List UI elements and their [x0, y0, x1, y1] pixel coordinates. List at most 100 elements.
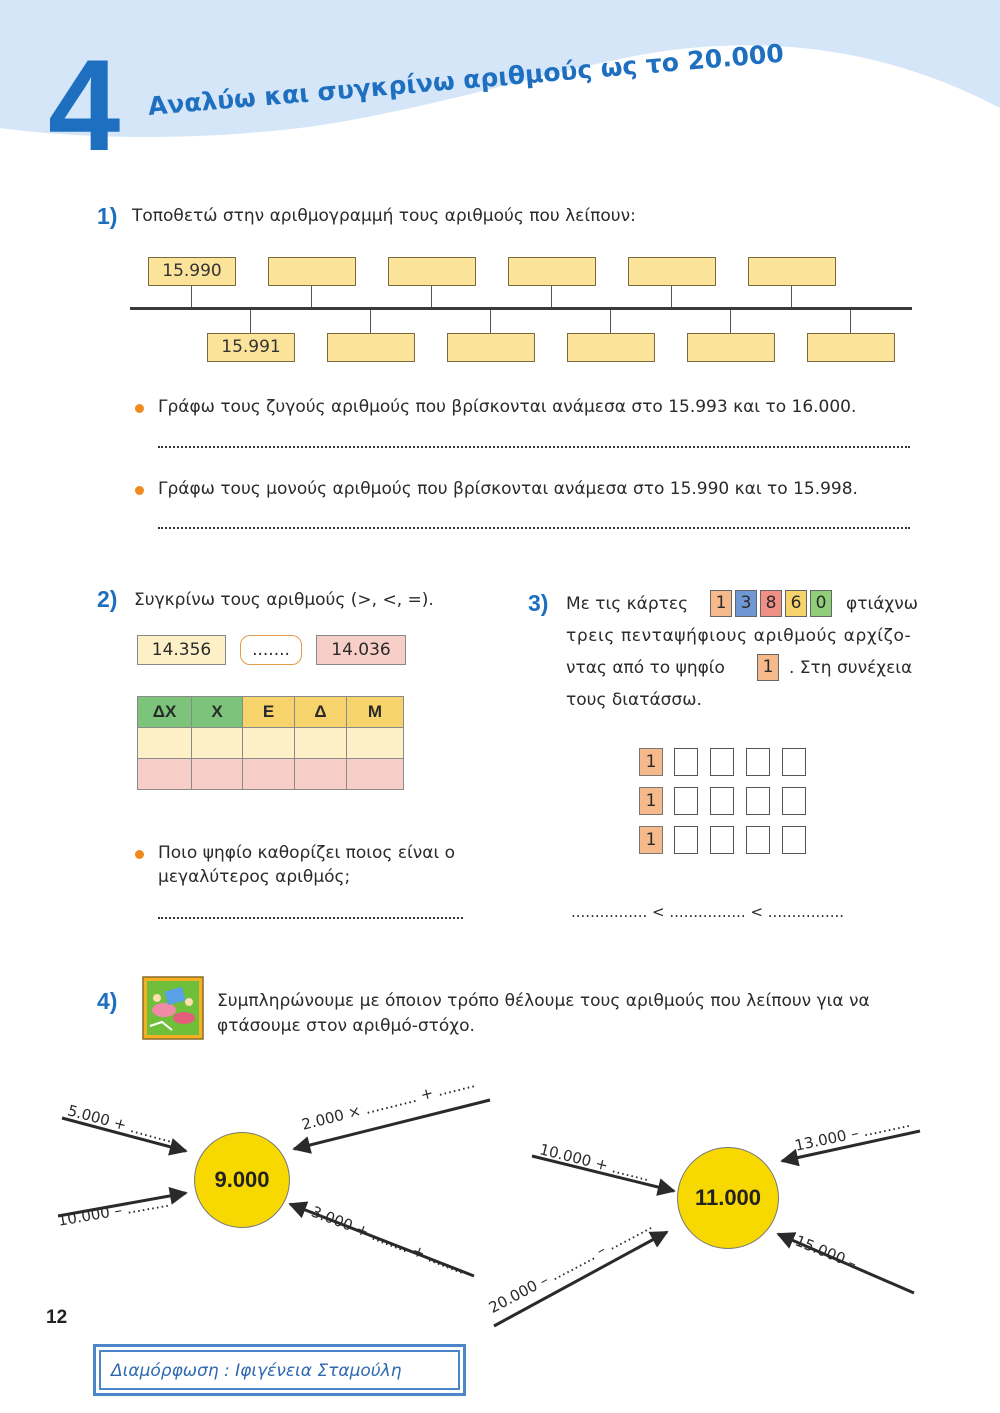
number-line-box-bottom[interactable]	[327, 333, 415, 362]
digit-square[interactable]	[746, 826, 770, 854]
table-cell[interactable]	[294, 727, 347, 759]
compare-left-number: 14.356	[137, 635, 226, 665]
table-cell[interactable]	[191, 758, 243, 790]
arrow	[61, 1116, 188, 1156]
tick	[730, 310, 731, 333]
digit-square[interactable]	[746, 787, 770, 815]
exercise-3-line-4: τους διατάσσω.	[566, 690, 702, 710]
arrow	[292, 1098, 491, 1154]
exercise-2-instruction: Συγκρίνω τους αριθμούς (>, <, =).	[134, 590, 434, 610]
answer-line[interactable]	[158, 446, 910, 448]
digit-square[interactable]	[674, 826, 698, 854]
tick	[191, 286, 192, 308]
digit-square[interactable]	[782, 748, 806, 776]
tick	[370, 310, 371, 333]
start-digit: 1	[639, 787, 663, 815]
chapter-number: 4	[48, 32, 120, 178]
digit-square[interactable]	[710, 748, 734, 776]
number-line-box-bottom[interactable]	[447, 333, 535, 362]
table-cell[interactable]	[137, 727, 192, 759]
number-line-box-bottom[interactable]	[687, 333, 775, 362]
number-line-box-bottom[interactable]	[807, 333, 895, 362]
table-cell[interactable]	[191, 727, 243, 759]
table-cell[interactable]	[137, 758, 192, 790]
tick	[671, 286, 672, 308]
exercise-4-instruction-line-1: Συμπληρώνουμε με όποιον τρόπο θέλουμε το…	[217, 991, 870, 1011]
tick	[610, 310, 611, 333]
credit-text: Διαμόρφωση : Ιφιγένεια Σταμούλη	[99, 1350, 460, 1390]
number-line-box-top[interactable]	[508, 257, 596, 286]
digit-square[interactable]	[710, 826, 734, 854]
target-number-11000: 11.000	[677, 1147, 779, 1249]
number-line-box-top[interactable]	[748, 257, 836, 286]
place-value-table: ΔΧ Χ Ε Δ Μ	[137, 696, 404, 790]
start-digit: 1	[639, 826, 663, 854]
digit-square[interactable]	[782, 787, 806, 815]
table-cell[interactable]	[294, 758, 347, 790]
digit-card: 0	[810, 590, 832, 617]
ordering-line[interactable]: ................ < ................ < ..…	[571, 903, 845, 921]
tick	[551, 286, 552, 308]
exercise-1-instruction: Τοποθετώ στην αριθμογραμμή τους αριθμούς…	[132, 206, 636, 226]
exercise-3-line-3a: ντας από το ψηφίο	[566, 658, 725, 678]
exercise-2-question-line-1: Ποιο ψηφίο καθορίζει ποιος είναι ο	[158, 843, 456, 863]
exercise-4-number: 4)	[97, 988, 118, 1014]
page-number: 12	[46, 1307, 68, 1328]
table-row	[137, 758, 404, 790]
bullet-dot	[135, 850, 144, 859]
table-cell[interactable]	[346, 727, 404, 759]
exercise-3-text-b: φτιάχνω	[846, 594, 918, 614]
digit-square[interactable]	[674, 748, 698, 776]
exercise-3-line-3b: . Στη συνέχεια	[789, 658, 913, 678]
arrow	[288, 1201, 475, 1278]
tick	[250, 310, 251, 333]
exercise-4-instruction-line-2: φτάσουμε στον αριθμό-στόχο.	[217, 1016, 475, 1036]
digit-card: 3	[735, 590, 757, 617]
tick	[850, 310, 851, 333]
digit-card: 8	[760, 590, 782, 617]
exercise-3-number: 3)	[528, 590, 549, 616]
tick	[431, 286, 432, 308]
table-row	[137, 727, 404, 759]
bullet-dot	[135, 486, 144, 495]
exercise-2-question-line-2: μεγαλύτερος αριθμός;	[158, 867, 351, 887]
digit-square[interactable]	[746, 748, 770, 776]
arrow	[57, 1187, 188, 1218]
table-cell[interactable]	[346, 758, 404, 790]
tick	[311, 286, 312, 308]
answer-line[interactable]	[158, 527, 910, 529]
digit-square[interactable]	[674, 787, 698, 815]
number-line-box-top[interactable]	[388, 257, 476, 286]
header-d: Δ	[294, 696, 347, 728]
arrows-diagram	[57, 1098, 921, 1328]
tick	[791, 286, 792, 308]
number-line-box-bottom[interactable]	[567, 333, 655, 362]
digit-square[interactable]	[782, 826, 806, 854]
header-dx: ΔΧ	[137, 696, 192, 728]
digit-card: 1	[710, 590, 732, 617]
number-line-box-top[interactable]	[628, 257, 716, 286]
number-line-box-top[interactable]	[268, 257, 356, 286]
target-number-9000: 9.000	[194, 1132, 290, 1228]
header-x: Χ	[191, 696, 243, 728]
digit-card: 6	[785, 590, 807, 617]
arrow	[531, 1154, 676, 1196]
exercise-3-line-2: τρεις πενταψήφιους αριθμούς αρχίζο-	[566, 626, 912, 646]
compare-sign-blank[interactable]: .......	[240, 635, 302, 665]
digit-square[interactable]	[710, 787, 734, 815]
compare-right-number: 14.036	[316, 635, 406, 665]
bullet-dot	[135, 404, 144, 413]
arrow	[493, 1230, 669, 1328]
table-cell[interactable]	[242, 758, 295, 790]
number-line-box-top: 15.990	[148, 257, 236, 286]
exercise-1-bullet-1: Γράφω τους ζυγούς αριθμούς που βρίσκοντα…	[158, 397, 857, 417]
answer-line[interactable]	[158, 917, 463, 919]
table-cell[interactable]	[242, 727, 295, 759]
header-wave	[0, 0, 1000, 137]
number-line-box-bottom: 15.991	[207, 333, 295, 362]
header-m: Μ	[346, 696, 404, 728]
header-e: Ε	[242, 696, 295, 728]
arrow	[780, 1129, 921, 1167]
exercise-1-number: 1)	[97, 203, 118, 229]
